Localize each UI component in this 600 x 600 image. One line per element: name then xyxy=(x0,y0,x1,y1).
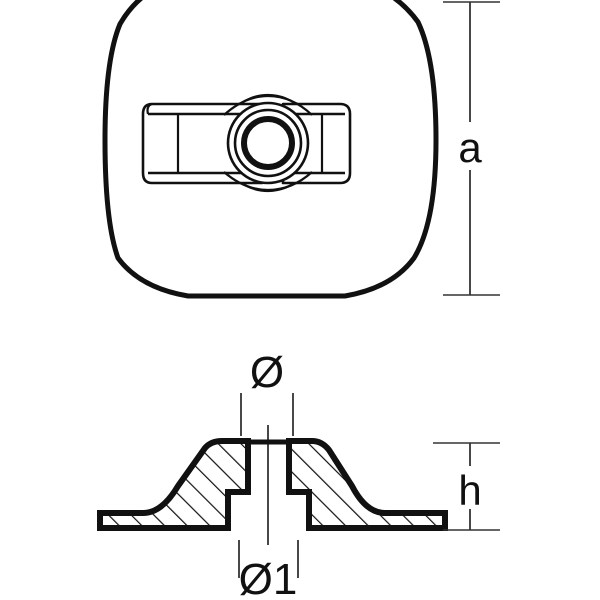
section-right-body-fill xyxy=(289,441,445,528)
hub-arc-bottom xyxy=(223,171,313,192)
top-view xyxy=(102,0,439,299)
section-left-body-fill xyxy=(100,441,248,528)
dimension-h: h xyxy=(433,442,500,531)
dim-h-label: h xyxy=(458,467,481,514)
hub-arc-top xyxy=(223,94,313,116)
dim-a-label: a xyxy=(458,124,482,171)
section-left-body-outline xyxy=(97,438,251,531)
dimension-diameter1: Ø1 xyxy=(238,540,299,600)
section-left-body xyxy=(97,438,251,531)
dimension-a: a xyxy=(443,1,500,296)
dim-d1-label: Ø1 xyxy=(239,555,298,600)
section-right-body-outline xyxy=(286,438,448,531)
left-wing-edge-top xyxy=(146,102,153,115)
section-view xyxy=(97,425,448,545)
section-right-body xyxy=(286,438,448,531)
dim-d-label: Ø xyxy=(250,348,284,397)
dimension-diameter: Ø xyxy=(240,348,294,436)
center-hole xyxy=(241,116,295,170)
